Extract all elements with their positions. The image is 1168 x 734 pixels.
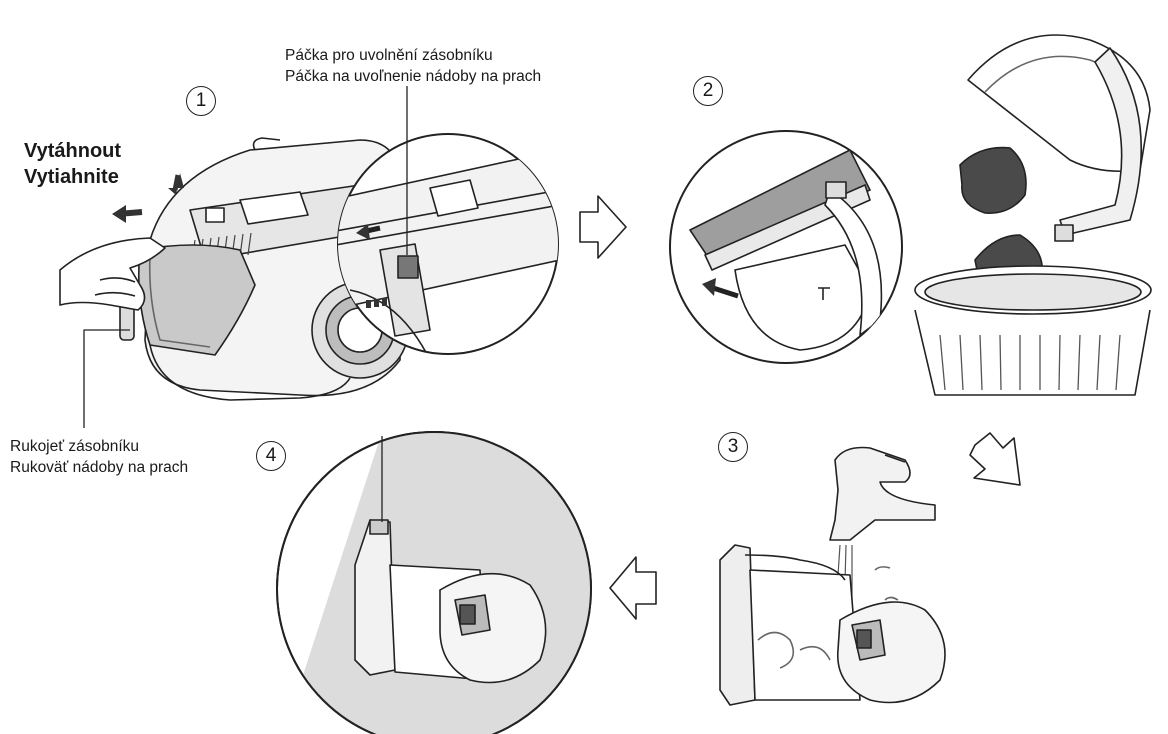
step2-trash-illustration <box>914 34 1152 396</box>
bin-handle-label-cz: Rukojeť zásobníku <box>10 438 140 455</box>
step3-washing-illustration <box>719 446 946 706</box>
step-number-4: 4 <box>256 441 286 471</box>
arrow-step3-to-step4 <box>609 556 657 620</box>
arrow-step1-to-step2 <box>579 195 627 259</box>
step4-magnifier <box>276 431 592 734</box>
release-lever-label-sk: Páčka na uvoľnenie nádoby na prach <box>285 68 542 85</box>
step2-magnifier <box>669 130 903 364</box>
step1-magnifier <box>337 86 559 355</box>
bin-handle-label-sk: Rukoväť nádoby na prach <box>10 459 189 476</box>
release-lever-label-cz: Páčka pro uvolnění zásobníku <box>285 47 493 64</box>
step1-vacuum-illustration <box>59 137 409 428</box>
step-number-3: 3 <box>718 432 748 462</box>
arrow-step2-to-step3 <box>969 432 1021 486</box>
pull-out-label-sk: Vytiahnite <box>24 166 119 188</box>
pull-out-label-cz: Vytáhnout <box>24 140 122 162</box>
step-number-2: 2 <box>693 76 723 106</box>
step-number-1: 1 <box>186 86 216 116</box>
